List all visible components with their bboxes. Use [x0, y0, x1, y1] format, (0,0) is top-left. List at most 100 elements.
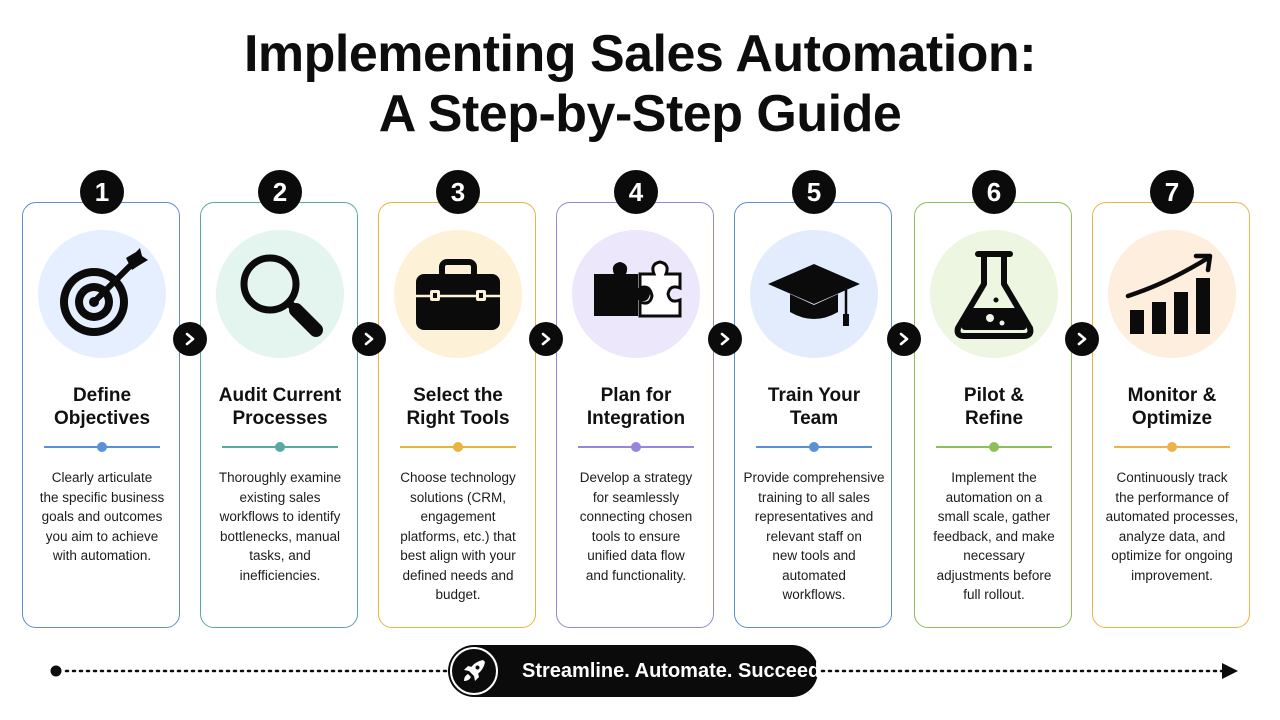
step-icon-circle [38, 230, 166, 358]
step-title: Train Your Team [734, 384, 894, 430]
step-title-line: Team [789, 408, 839, 429]
step-title-line: Refine [964, 408, 1024, 429]
step-description-line: engagement [420, 509, 496, 524]
step-description: Implement the automation on a small scal… [920, 468, 1068, 605]
step-card-5: 5 Train Your Team Provide comprehensive … [734, 170, 894, 630]
step-description-line: Choose technology [400, 470, 516, 485]
page-title-line-2: A Step-by-Step Guide [378, 85, 902, 143]
step-number-badge: 3 [436, 170, 480, 214]
step-description-line: improvement. [1131, 567, 1213, 583]
step-card-7: 7 Monitor & Optimize Continuously track … [1092, 170, 1252, 630]
step-description-line: full rollout. [963, 587, 1025, 602]
step-title-line: Train Your [767, 385, 861, 406]
step-icon-circle [394, 230, 522, 358]
step-description-line: tools to ensure [591, 528, 681, 544]
timeline-start-dot [50, 665, 62, 677]
step-number-badge: 6 [972, 170, 1016, 214]
graduation-cap-icon [768, 264, 860, 326]
step-description: Develop a strategy for seamlessly connec… [562, 468, 710, 585]
step-number-badge: 7 [1150, 170, 1194, 214]
step-card-4: 4 Plan for Integration Develop a strateg… [556, 170, 716, 630]
step-description-line: best align with your [400, 548, 516, 563]
step-divider [756, 442, 872, 452]
step-description-line: new tools and [772, 548, 856, 563]
step-title-line: Pilot & [963, 385, 1025, 406]
step-title: Define Objectives [22, 384, 182, 430]
step-description-line: you aim to achieve [45, 528, 159, 544]
step-number-badge: 1 [80, 170, 124, 214]
step-icon-circle [572, 230, 700, 358]
step-description: Continuously track the performance of au… [1098, 468, 1246, 585]
step-description-line: automation on a [945, 489, 1043, 505]
step-description-line: automated processes, [1105, 509, 1239, 524]
step-description-line: unified data flow [587, 548, 685, 563]
step-title-line: Right Tools [406, 408, 510, 429]
step-description-line: Implement the [951, 470, 1037, 485]
step-icon-circle [930, 230, 1058, 358]
step-description-line: defined needs and [402, 567, 514, 583]
step-card-1: 1 Define Objectives Clearly articulate t… [22, 170, 182, 630]
growth-chart-icon [1125, 253, 1213, 334]
chevron-right-icon [352, 322, 386, 356]
step-title: Monitor & Optimize [1092, 384, 1252, 430]
step-description-line: with automation. [52, 548, 152, 563]
footer-tagline: Streamline. Automate. Succeed. [522, 660, 826, 682]
step-divider [44, 442, 160, 452]
chevron-right-icon [529, 322, 563, 356]
step-description-line: automated [782, 567, 846, 583]
page-title-line-1: Implementing Sales Automation: [243, 25, 1037, 83]
step-title-line: Objectives [53, 408, 151, 429]
step-description: Thoroughly examine existing sales workfl… [206, 468, 354, 585]
step-description-line: platforms, etc.) that [400, 528, 516, 544]
step-title: Audit Current Processes [200, 384, 360, 430]
step-title-line: Plan for [600, 385, 672, 406]
step-divider [222, 442, 338, 452]
step-description-line: analyze data, and [1118, 528, 1226, 544]
step-number-badge: 2 [258, 170, 302, 214]
footer-timeline [50, 663, 1238, 679]
step-icon-circle [750, 230, 878, 358]
step-number-badge: 4 [614, 170, 658, 214]
step-title-line: Select the [413, 385, 503, 406]
footer-tagline-pill: Streamline. Automate. Succeed. [448, 645, 826, 697]
step-description: Clearly articulate the specific business… [28, 468, 176, 566]
step-divider [578, 442, 694, 452]
step-divider [400, 442, 516, 452]
chevron-right-icon [173, 322, 207, 356]
puzzle-icon [594, 260, 682, 318]
step-title: Select the Right Tools [378, 384, 538, 430]
step-description-line: small scale, gather [937, 509, 1051, 524]
step-description-line: the specific business [39, 489, 165, 505]
flask-icon [954, 251, 1034, 339]
step-card-6: 6 Pilot & Refine Implement the automatio… [914, 170, 1074, 630]
step-description: Choose technology solutions (CRM, engage… [384, 468, 532, 605]
step-card-3: 3 Select the Right Tools Choose technolo… [378, 170, 538, 630]
chevron-right-icon [1065, 322, 1099, 356]
step-description-line: relevant staff on [766, 528, 862, 544]
step-description-line: necessary [963, 548, 1025, 563]
step-description-line: inefficiencies. [239, 567, 321, 583]
step-description-line: optimize for ongoing [1111, 548, 1233, 563]
step-description-line: Thoroughly examine [218, 470, 342, 485]
step-number-badge: 5 [792, 170, 836, 214]
timeline-arrow-icon [1222, 663, 1238, 679]
step-description-line: representatives and [754, 509, 874, 524]
step-title: Plan for Integration [556, 384, 716, 430]
step-description-line: solutions (CRM, [409, 489, 507, 505]
target-icon [60, 248, 148, 336]
step-divider [936, 442, 1052, 452]
page-title: Implementing Sales Automation: A Step-by… [0, 24, 1280, 144]
step-title-line: Define [72, 385, 132, 406]
step-card-2: 2 Audit Current Processes Thoroughly exa… [200, 170, 360, 630]
step-description-line: Continuously track [1116, 470, 1228, 485]
step-title-line: Integration [586, 408, 686, 429]
chevron-right-icon [708, 322, 742, 356]
step-title-line: Optimize [1131, 408, 1213, 429]
step-description-line: Clearly articulate [51, 470, 153, 485]
toolbox-icon [416, 259, 500, 330]
chevron-right-icon [887, 322, 921, 356]
step-icon-circle [1108, 230, 1236, 358]
step-divider [1114, 442, 1230, 452]
magnifier-icon [240, 254, 323, 337]
step-description-line: Develop a strategy [579, 470, 693, 485]
